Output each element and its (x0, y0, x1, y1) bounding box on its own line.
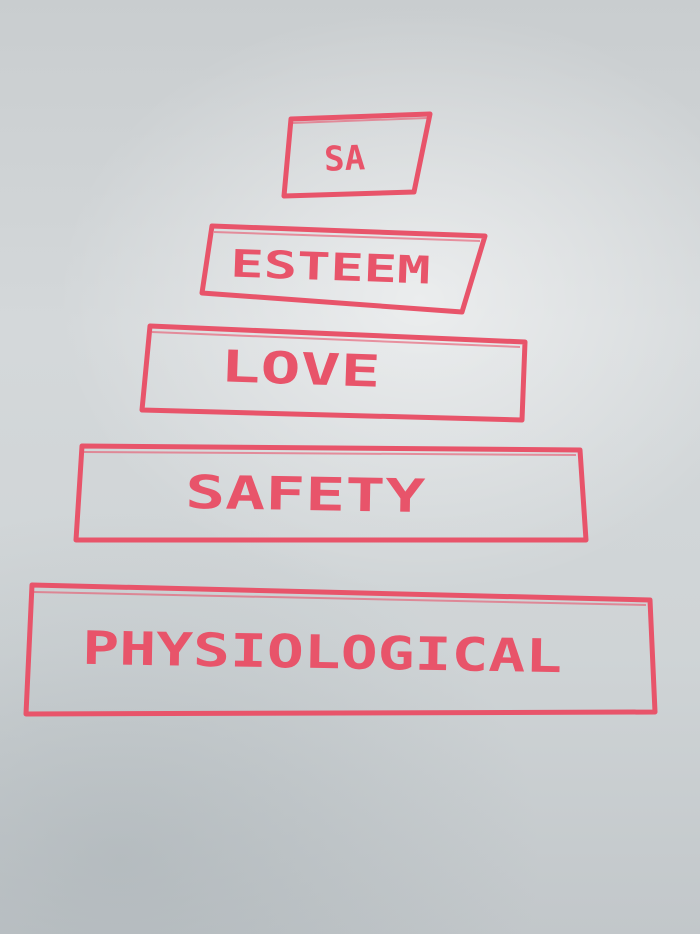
pyramid-level-sa: SA (281, 111, 433, 199)
level-box-physiological (23, 582, 658, 717)
level-label-sa: SA (323, 138, 365, 179)
level-box-sa (281, 111, 433, 199)
level-label-love: LOVE (220, 341, 382, 398)
pyramid-level-esteem: ESTEEM (199, 223, 488, 315)
level-box-esteem (199, 223, 488, 315)
pyramid-level-physiological: PHYSIOLOGICAL (23, 582, 658, 717)
level-box-safety (73, 443, 589, 543)
pyramid-level-safety: SAFETY (73, 443, 589, 543)
level-label-physiological: PHYSIOLOGICAL (82, 621, 563, 683)
level-label-safety: SAFETY (185, 465, 426, 523)
pyramid-level-love: LOVE (139, 323, 528, 423)
level-box-love (139, 323, 528, 423)
level-label-esteem: ESTEEM (230, 242, 431, 293)
